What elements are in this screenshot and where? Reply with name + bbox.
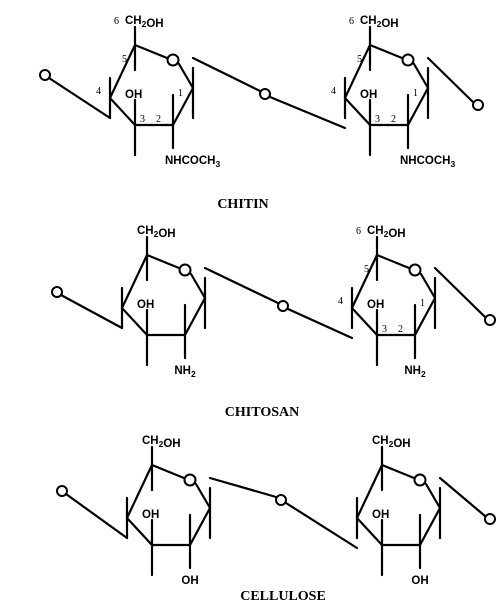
row0-unit1-carbon-number-4: 4 bbox=[331, 86, 336, 97]
row1-unit0-c3-oh-label: OH bbox=[137, 299, 154, 311]
row1-unit1-carbon-number-4: 4 bbox=[338, 296, 343, 307]
row1-unit1-carbon-number-2: 2 bbox=[398, 324, 403, 335]
row0-unit1-carbon-number-2: 2 bbox=[391, 114, 396, 125]
row0-unit0-carbon-number-4: 4 bbox=[96, 86, 101, 97]
row0-unit0-carbon-number-5: 5 bbox=[122, 54, 127, 65]
row0-terminal-right-bond bbox=[426, 56, 475, 104]
row1-unit1-carbon-number-6: 6 bbox=[356, 226, 361, 237]
row0-unit1-c2-substituent-label: NHCOCH3 bbox=[400, 155, 455, 169]
row0-unit0-carbon-number-6: 6 bbox=[114, 16, 119, 27]
row0-unit0-ring-oxygen bbox=[166, 53, 180, 67]
row0-terminal-left-bond bbox=[47, 76, 112, 120]
row0-unit1-carbon-number-6: 6 bbox=[349, 16, 354, 27]
row0-unit0-carbon-number-1: 1 bbox=[178, 88, 183, 99]
row0-unit0-c6-label: CH2OH bbox=[125, 15, 164, 30]
row0-glycosidic-bond-a bbox=[191, 56, 262, 93]
row2-terminal-oxygen-right bbox=[484, 513, 496, 525]
row0-terminal-oxygen-left bbox=[39, 69, 51, 81]
row0-unit1-c6-label: CH2OH bbox=[360, 15, 399, 30]
row0-unit0-c2-substituent-label: NHCOCH3 bbox=[165, 155, 220, 169]
row2-unit1-ring-oxygen bbox=[413, 473, 427, 487]
row0-unit1-ring-oxygen bbox=[401, 53, 415, 67]
row1-terminal-right-bond bbox=[433, 266, 487, 319]
row1-unit1-ring-oxygen bbox=[408, 263, 422, 277]
row1-unit1-carbon-number-5: 5 bbox=[364, 264, 369, 275]
row2-unit1-c3-oh-label: OH bbox=[372, 509, 389, 521]
row1-unit0-ring-oxygen bbox=[178, 263, 192, 277]
row0-terminal-oxygen-right bbox=[472, 99, 484, 111]
row2-terminal-oxygen-left bbox=[56, 485, 68, 497]
row2-unit0-c6-label: CH2OH bbox=[142, 435, 181, 450]
row0-polymer-title: CHITIN bbox=[217, 197, 268, 212]
row2-polymer-title: CELLULOSE bbox=[240, 589, 326, 604]
row1-polymer-title: CHITOSAN bbox=[225, 405, 299, 420]
row2-glycosidic-bond-b bbox=[284, 501, 359, 550]
row1-glycosidic-oxygen bbox=[277, 300, 289, 312]
row0-unit0-carbon-number-3: 3 bbox=[140, 114, 145, 125]
row2-unit0-c3-oh-label: OH bbox=[142, 509, 159, 521]
row1-unit0-c2-substituent-label: NH2 bbox=[174, 365, 196, 379]
row0-glycosidic-bond-b bbox=[268, 95, 347, 130]
row0-glycosidic-oxygen bbox=[259, 88, 271, 100]
row2-unit1-c6-label: CH2OH bbox=[372, 435, 411, 450]
row0-unit0-c3-oh-label: OH bbox=[125, 89, 142, 101]
row1-glycosidic-bond-a bbox=[203, 266, 280, 305]
row1-terminal-oxygen-left bbox=[51, 286, 63, 298]
row2-unit0-ring-oxygen bbox=[183, 473, 197, 487]
row2-glycosidic-oxygen bbox=[275, 494, 287, 506]
row1-unit1-c2-substituent-label: NH2 bbox=[404, 365, 426, 379]
row0-unit1-carbon-number-1: 1 bbox=[413, 88, 418, 99]
row2-terminal-left-bond bbox=[64, 492, 129, 540]
row1-unit1-carbon-number-3: 3 bbox=[382, 324, 387, 335]
row2-unit1-c2-substituent-label: OH bbox=[411, 575, 428, 587]
row1-glycosidic-bond-b bbox=[286, 307, 354, 340]
row1-terminal-oxygen-right bbox=[484, 314, 496, 326]
row1-unit1-c6-label: CH2OH bbox=[367, 225, 406, 240]
row0-unit1-carbon-number-5: 5 bbox=[357, 54, 362, 65]
row2-unit0-c2-substituent-label: OH bbox=[181, 575, 198, 587]
row1-terminal-left-bond bbox=[59, 293, 124, 330]
row2-terminal-right-bond bbox=[438, 476, 487, 518]
row1-unit1-carbon-number-1: 1 bbox=[420, 298, 425, 309]
row0-unit0-carbon-number-2: 2 bbox=[156, 114, 161, 125]
row1-unit0-c6-label: CH2OH bbox=[137, 225, 176, 240]
row0-unit1-c3-oh-label: OH bbox=[360, 89, 377, 101]
row0-unit1-carbon-number-3: 3 bbox=[375, 114, 380, 125]
row1-unit1-c3-oh-label: OH bbox=[367, 299, 384, 311]
row2-glycosidic-bond-a bbox=[208, 476, 278, 499]
